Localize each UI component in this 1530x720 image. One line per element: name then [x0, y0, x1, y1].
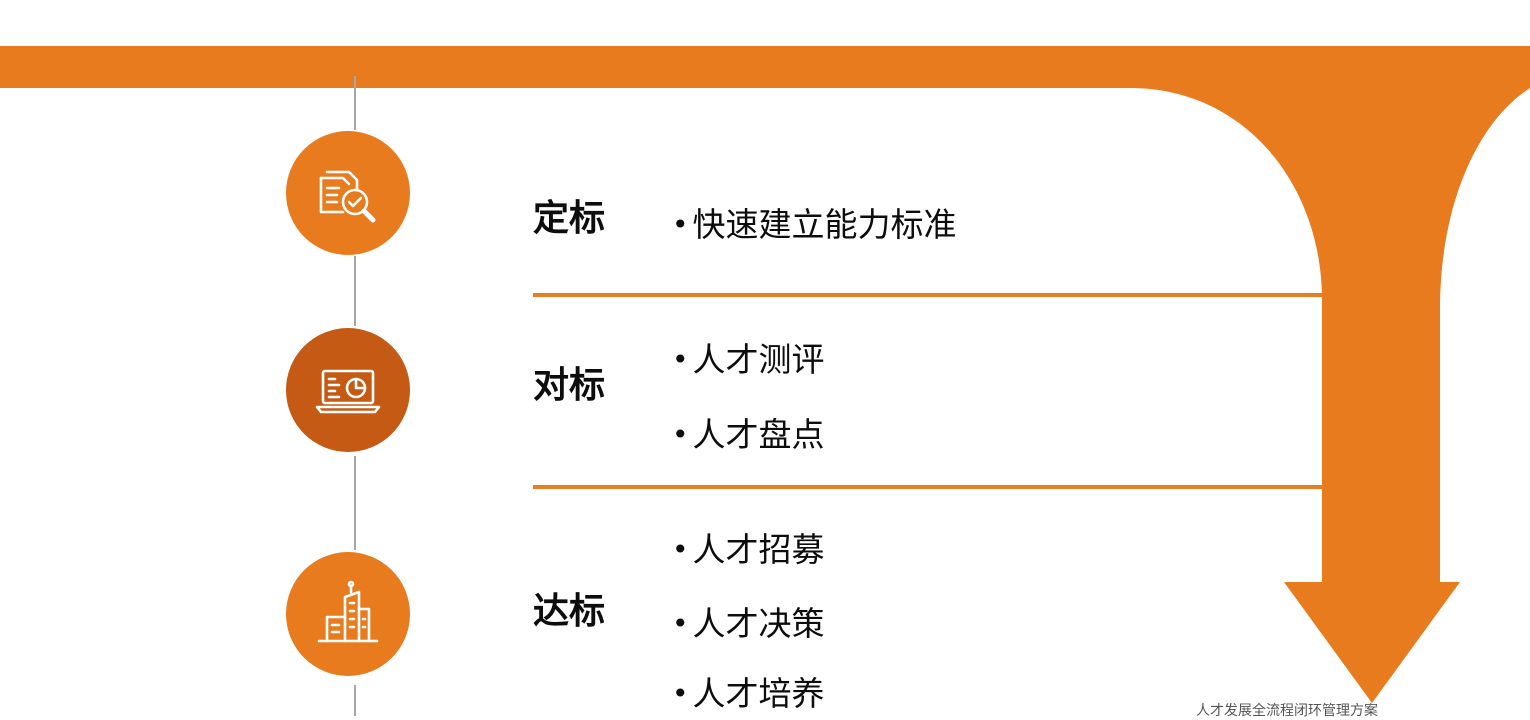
- bullet-dot: •: [672, 343, 689, 376]
- connector-line-3: [354, 456, 356, 550]
- stage-3-item-1: •人才招募: [672, 528, 825, 574]
- stage-3-label: 达标: [533, 591, 606, 632]
- stage-2-item-1-text: 人才测评: [692, 340, 825, 379]
- divider-1: [533, 293, 1322, 297]
- footnote-text: 人才发展全流程闭环管理方案: [1196, 703, 1378, 719]
- stage-2-label: 对标: [533, 365, 606, 406]
- stage-2-item-1: •人才测评: [672, 338, 825, 384]
- stage-3-item-1-text: 人才招募: [692, 530, 825, 569]
- bullet-dot: •: [672, 533, 689, 566]
- flow-arrow-shape: [0, 46, 1530, 703]
- stage-3-item-3-text: 人才培养: [692, 674, 825, 713]
- stage-3-circle: [286, 552, 410, 676]
- stage-2-circle: [286, 328, 410, 452]
- stage-1-item-1-text: 快速建立能力标准: [692, 205, 957, 244]
- stage-2-item-2-text: 人才盘点: [692, 415, 825, 454]
- stage-1-item-1: •快速建立能力标准: [672, 203, 957, 249]
- document-search-check-icon: [313, 158, 383, 228]
- laptop-report-chart-icon: [313, 355, 383, 425]
- bullet-dot: •: [672, 677, 689, 710]
- connector-line-4: [354, 685, 356, 716]
- stage-1-label: 定标: [533, 198, 606, 239]
- bullet-dot: •: [672, 208, 689, 241]
- connector-line-1: [354, 76, 356, 130]
- connector-line-2: [354, 256, 356, 326]
- bullet-dot: •: [672, 418, 689, 451]
- stage-3-item-3: •人才培养: [672, 672, 825, 718]
- stage-3-item-2-text: 人才决策: [692, 604, 825, 643]
- stage-2-item-2: •人才盘点: [672, 413, 825, 459]
- office-buildings-icon: [313, 579, 383, 649]
- divider-2: [533, 485, 1322, 489]
- stage-3-item-2: •人才决策: [672, 602, 825, 648]
- stage-1-circle: [286, 131, 410, 255]
- bullet-dot: •: [672, 607, 689, 640]
